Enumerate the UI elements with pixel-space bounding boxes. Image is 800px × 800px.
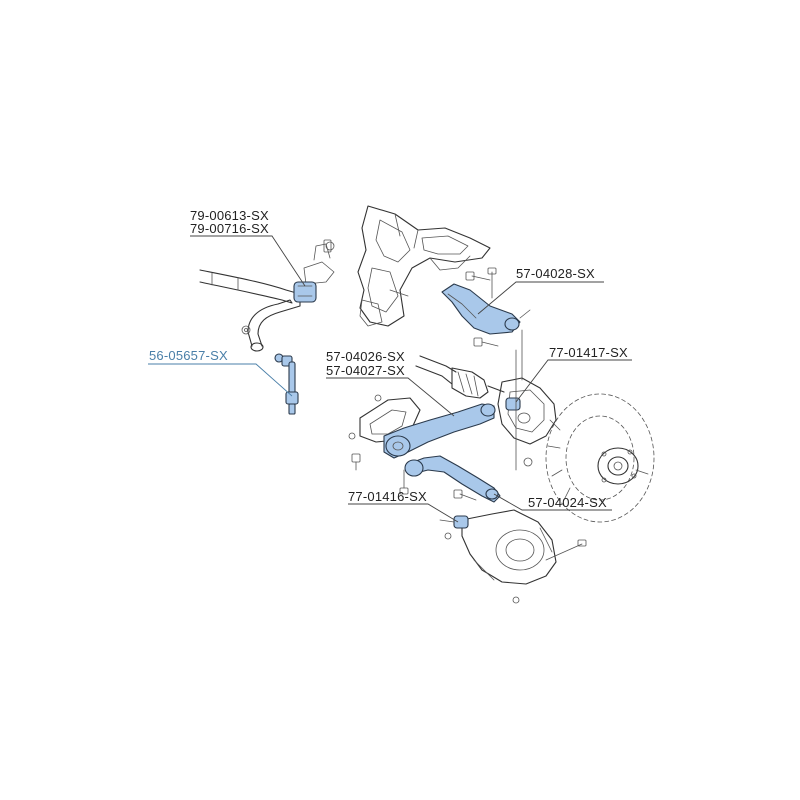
bolts-lower [351, 337, 533, 501]
rear-subframe [357, 205, 491, 327]
bushing-highlight [293, 281, 317, 303]
drive-shaft [415, 355, 505, 399]
part-label-77-01416[interactable]: 77-01416-SX [348, 489, 427, 504]
wheel-hub [597, 447, 649, 485]
lower-trailing-arm [383, 403, 496, 459]
stabilizer-bushing [293, 239, 335, 303]
stabilizer-bar [199, 269, 301, 352]
part-label-57-04027[interactable]: 57-04027-SX [326, 363, 405, 378]
part-label-57-04026[interactable]: 57-04026-SX [326, 349, 405, 364]
part-label-77-01417[interactable]: 77-01417-SX [549, 345, 628, 360]
leader-77-01417 [515, 359, 632, 403]
upper-control-arm [441, 283, 521, 335]
leader-57-04024 [493, 493, 612, 511]
leader-57-04026 [326, 377, 455, 417]
leader-77-01416 [348, 503, 459, 523]
leader-57-04028 [477, 281, 604, 315]
lower-spring-arm [439, 509, 587, 604]
leader-79-00613 [190, 235, 306, 287]
bolt-left [241, 325, 251, 335]
knuckle [497, 329, 557, 471]
brake-disc [545, 393, 655, 523]
part-label-57-04024[interactable]: 57-04024-SX [528, 495, 607, 510]
lower-lateral-arm [404, 455, 501, 503]
bolt-upper [465, 267, 531, 319]
stabilizer-link [274, 353, 299, 415]
leader-lines [148, 235, 632, 523]
leader-56-05657 [148, 363, 293, 397]
part-label-57-04028[interactable]: 57-04028-SX [516, 266, 595, 281]
part-label-79-00613[interactable]: 79-00613-SX [190, 208, 269, 223]
part-label-79-00716[interactable]: 79-00716-SX [190, 221, 269, 236]
part-label-56-05657[interactable]: 56-05657-SX [149, 348, 228, 363]
